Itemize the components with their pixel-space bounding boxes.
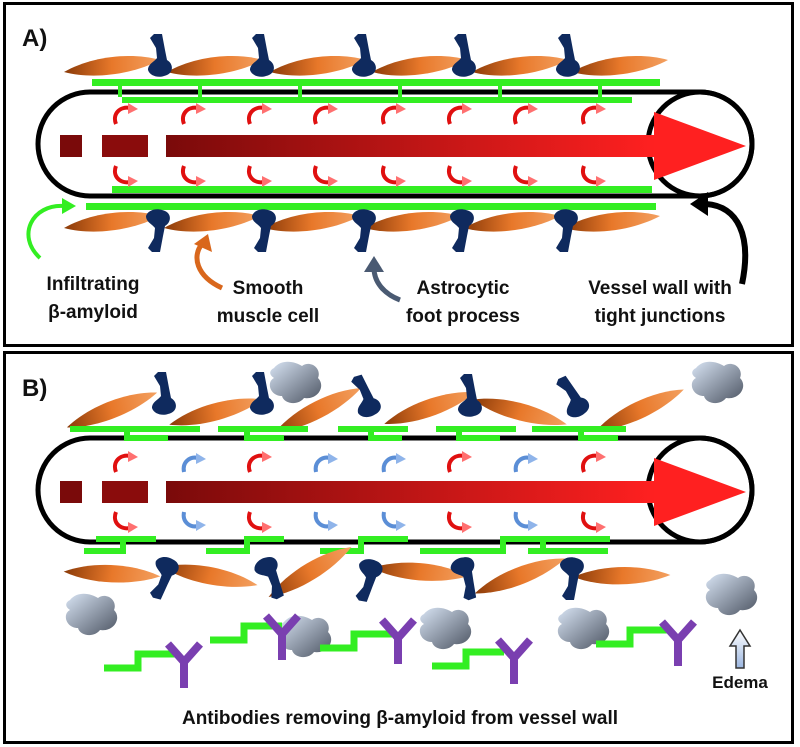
antibodies-caption: Antibodies removing β-amyloid from vesse… bbox=[182, 708, 618, 729]
amyloid-top-a bbox=[92, 79, 660, 103]
infiltrating-arrow bbox=[26, 203, 65, 260]
amyloid-bottom-a bbox=[86, 186, 656, 210]
astrocyte-arrow bbox=[371, 267, 401, 303]
amyloid-top-b bbox=[70, 426, 626, 441]
smooth-muscle-label-line2: muscle cell bbox=[217, 306, 319, 327]
vessel-wall-arrow bbox=[705, 201, 749, 285]
astrocyte-arrowhead bbox=[364, 256, 384, 272]
smooth-muscle-arrow bbox=[194, 242, 224, 291]
smooth-muscle-label-line1: Smooth bbox=[233, 278, 304, 299]
edema-arrow bbox=[728, 628, 752, 669]
vessel-wall-label-line1: Vessel wall with bbox=[588, 278, 732, 299]
astrocyte-label-line2: foot process bbox=[406, 306, 520, 327]
infiltrating-label-line1: Infiltrating bbox=[47, 274, 140, 295]
vessel-wall-label-line2: tight junctions bbox=[595, 306, 726, 327]
infiltrating-arrowhead bbox=[62, 198, 76, 214]
edema-label: Edema bbox=[712, 673, 768, 692]
blood-flow-arrow-b bbox=[60, 458, 746, 526]
panel-b-label: B) bbox=[22, 375, 47, 402]
astrocyte-label-line1: Astrocytic bbox=[417, 278, 510, 299]
vessel-wall-arrowhead bbox=[690, 192, 708, 216]
infiltrating-label-line2: β-amyloid bbox=[48, 302, 138, 323]
blood-flow-arrow-a bbox=[60, 112, 746, 180]
panel-a-label: A) bbox=[22, 25, 47, 52]
panel-b-diagram: B) Edema Antibodies removing β-amyloid f… bbox=[22, 361, 768, 729]
smooth-muscle-arrowhead bbox=[194, 234, 212, 252]
panel-a-diagram: A) Infiltrating β-amyloid Smooth muscle … bbox=[22, 25, 755, 327]
